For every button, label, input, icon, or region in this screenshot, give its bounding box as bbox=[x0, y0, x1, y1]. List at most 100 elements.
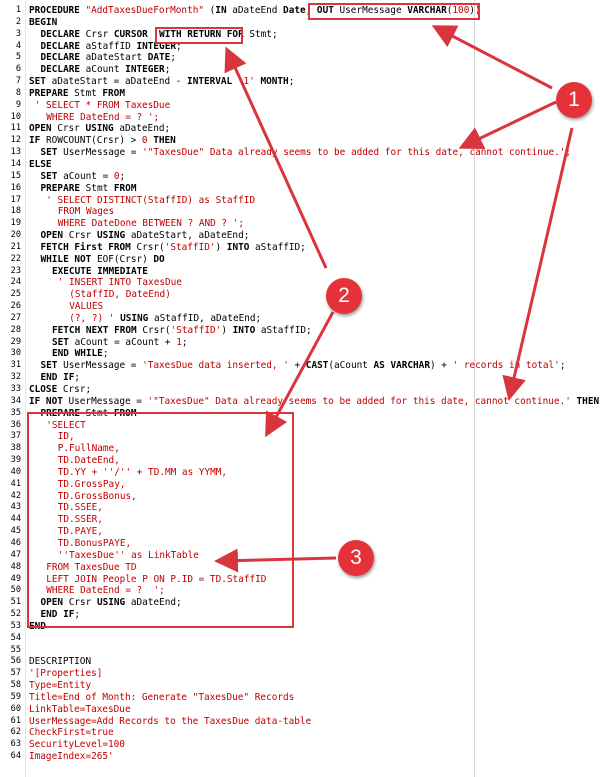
keyword-token: CURSOR bbox=[113, 28, 148, 40]
keyword-token: CAST bbox=[305, 360, 329, 372]
code-line[interactable]: 48 FROM TaxesDue TD bbox=[0, 562, 600, 574]
line-number: 35 bbox=[10, 407, 21, 418]
line-number: 54 bbox=[10, 632, 21, 643]
keyword-token: INTO bbox=[232, 324, 256, 336]
line-number: 12 bbox=[10, 135, 21, 146]
code-line[interactable]: 9' SELECT * FROM TaxesDue bbox=[0, 100, 600, 112]
plain-token: ) + bbox=[429, 360, 453, 372]
code-text: TD.GrossBonus, bbox=[29, 491, 137, 503]
line-number: 38 bbox=[10, 443, 21, 454]
string-token: '1' bbox=[237, 76, 255, 88]
plain-token: )) bbox=[469, 5, 481, 16]
code-text: '[Properties] bbox=[29, 668, 102, 680]
code-text: VALUES bbox=[29, 301, 103, 313]
code-line[interactable]: 57'[Properties] bbox=[0, 668, 600, 680]
plain-token: ) bbox=[221, 324, 233, 336]
code-text: DECLARE aStaffID INTEGER; bbox=[29, 41, 182, 53]
code-text: DECLARE aDateStart DATE; bbox=[29, 52, 176, 64]
string-token: 'StaffID' bbox=[164, 241, 216, 253]
line-number: 27 bbox=[10, 312, 21, 323]
code-line[interactable]: 55 bbox=[0, 645, 600, 657]
keyword-token: IN bbox=[215, 5, 227, 16]
line-number: 33 bbox=[10, 384, 21, 394]
code-line[interactable]: 54 bbox=[0, 633, 600, 645]
line-number: 3 bbox=[15, 28, 21, 39]
code-text: 'SELECT bbox=[29, 420, 86, 432]
code-line[interactable]: 47''TaxesDue'' as LinkTable bbox=[0, 550, 600, 562]
line-number: 9 bbox=[15, 99, 21, 110]
plain-token: aDateEnd; bbox=[113, 123, 171, 135]
code-line[interactable]: 40 TD.YY + ''/'' + TD.MM as YYMM, bbox=[0, 467, 600, 479]
code-text: TD.BonusPAYE, bbox=[29, 538, 131, 550]
plain-token: Crsr; bbox=[57, 384, 92, 395]
line-number: 36 bbox=[10, 419, 21, 430]
plain-token: UserMessage = bbox=[62, 395, 148, 407]
code-line[interactable]: 25(StaffID, DateEnd) bbox=[0, 289, 600, 301]
keyword-token: SET bbox=[40, 147, 58, 159]
code-line[interactable]: 36 'SELECT bbox=[0, 420, 600, 432]
line-number: 40 bbox=[10, 466, 21, 477]
code-line[interactable]: 17' SELECT DISTINCT(StaffID) as StaffID bbox=[0, 195, 600, 207]
string-token: TD.YY + ''/'' + TD.MM as YYMM, bbox=[57, 466, 228, 478]
code-line[interactable]: 24' INSERT INTO TaxesDue bbox=[0, 277, 600, 289]
string-token: FROM TaxesDue TD bbox=[46, 561, 137, 573]
line-number: 25 bbox=[10, 289, 21, 300]
line-number: 19 bbox=[10, 218, 21, 229]
line-number: 48 bbox=[10, 561, 21, 572]
plain-token: UserMessage = bbox=[57, 147, 143, 159]
code-line[interactable]: 27(?, ?) ' USING aStaffID, aDateEnd; bbox=[0, 313, 600, 325]
line-number: 58 bbox=[10, 680, 21, 691]
